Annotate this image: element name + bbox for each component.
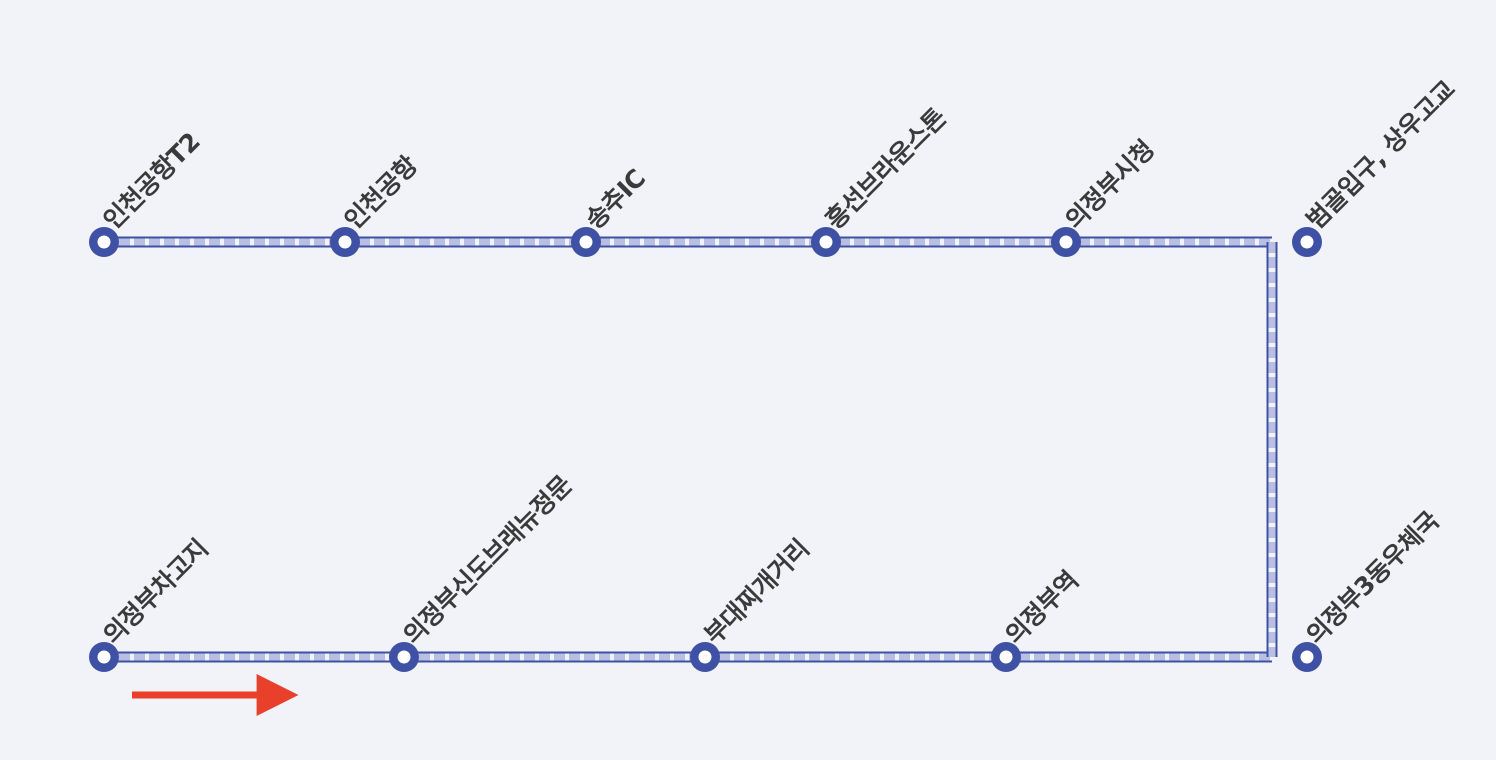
station-marker[interactable]: 흥선브라운스톤 [811,227,841,257]
station-marker[interactable]: 송추IC [571,227,601,257]
station-marker-group: 인천공항T2 인천공항 송추IC 흥선브라운스톤 의정부시청 범골입구, 상우고교의정부차… [89,227,1322,672]
station-core [97,235,111,249]
station-core [97,650,111,664]
route-track-group [104,236,1278,663]
station-core [1300,650,1314,664]
station-marker[interactable]: 인천공항T2 [89,227,119,257]
station-marker[interactable]: 부대찌개거리 [690,642,720,672]
station-core [397,650,411,664]
station-core [1300,235,1314,249]
station-marker[interactable]: 의정부역 [991,642,1021,672]
station-core [819,235,833,249]
station-core [698,650,712,664]
station-marker[interactable]: 의정부3동우체국 [1292,642,1322,672]
station-marker[interactable]: 범골입구, 상우고교 [1292,227,1322,257]
station-marker[interactable]: 의정부시청 [1051,227,1081,257]
station-core [1059,235,1073,249]
station-marker[interactable]: 인천공항 [330,227,360,257]
station-marker[interactable]: 의정부신도브래뉴정문 [389,642,419,672]
station-core [999,650,1013,664]
station-core [579,235,593,249]
station-marker[interactable]: 의정부차고지 [89,642,119,672]
station-core [338,235,352,249]
